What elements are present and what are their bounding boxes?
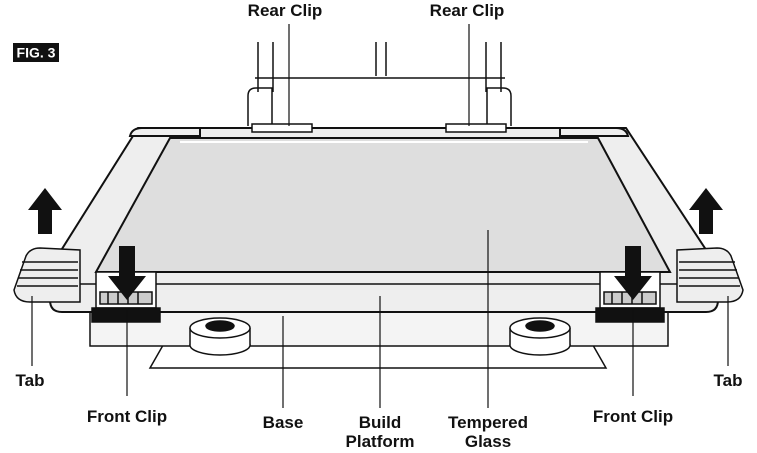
label-tab-right: Tab	[714, 371, 743, 390]
tempered-glass	[94, 137, 672, 273]
leveling-knob-left	[189, 317, 251, 356]
label-tempered-glass-line1: Tempered	[448, 413, 528, 432]
base	[89, 311, 669, 369]
down-arrow-icon	[614, 246, 652, 300]
label-tempered-glass-line2: Glass	[465, 432, 511, 451]
down-arrow-icon	[108, 246, 146, 300]
label-base: Base	[263, 413, 304, 432]
leveling-knob-right	[509, 317, 571, 356]
figure-badge-text: FIG. 3	[17, 45, 56, 61]
tab-left	[13, 247, 81, 303]
label-rear-clip-left: Rear Clip	[248, 1, 323, 20]
label-front-clip-left: Front Clip	[87, 407, 167, 426]
up-arrow-icon	[689, 188, 723, 234]
tab-right	[676, 247, 744, 303]
rear-uprights	[247, 42, 512, 126]
label-build-platform-line1: Build	[359, 413, 402, 432]
figure-badge: FIG. 3	[13, 43, 59, 62]
label-front-clip-right: Front Clip	[593, 407, 673, 426]
rear-clip-right	[445, 123, 507, 133]
label-tab-left: Tab	[16, 371, 45, 390]
rear-clip-left	[251, 123, 313, 133]
leader-lines	[31, 24, 729, 408]
label-build-platform-line2: Platform	[346, 432, 415, 451]
label-rear-clip-right: Rear Clip	[430, 1, 505, 20]
up-arrow-icon	[28, 188, 62, 234]
